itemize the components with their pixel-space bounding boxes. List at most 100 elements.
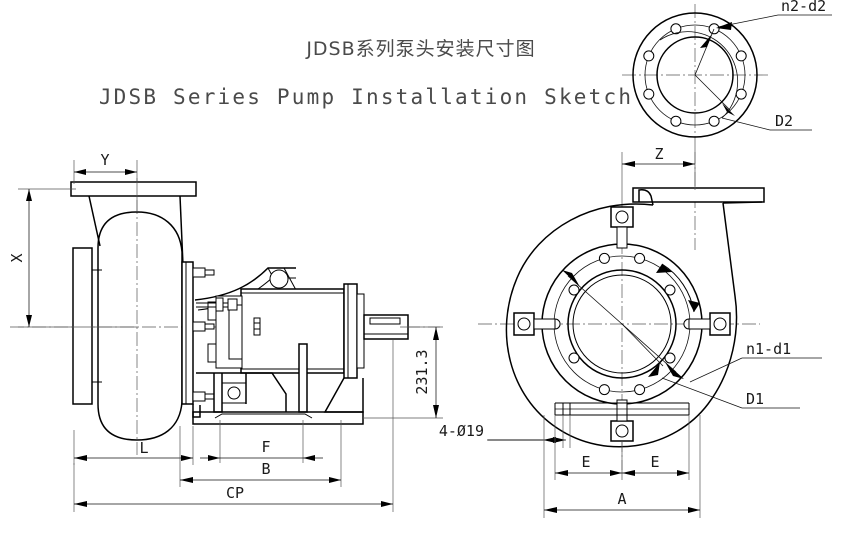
dim-L-label: L: [139, 439, 148, 457]
discharge-D2-radius-line: [694, 74, 731, 111]
flush-fitting-2: [227, 298, 238, 311]
base-web-plate: [298, 343, 308, 413]
discharge-bolt-hole-7: [643, 50, 655, 62]
dim-E2-arrow-right: [677, 470, 689, 476]
mounting-lug-right-hole: [713, 317, 727, 331]
dim-CP-label: CP: [226, 484, 244, 502]
discharge-flange-outer-circle: [632, 12, 758, 138]
suction-bore-inner: [572, 274, 672, 374]
dim-Z-arrow-right: [683, 161, 695, 167]
seal-gland-inner: [228, 304, 243, 360]
stud-nut-top: [192, 267, 206, 278]
discharge-flange-plate: [70, 181, 197, 197]
pedestal-left-rib: [192, 404, 201, 418]
dim-CP-arrow-left: [74, 501, 87, 507]
dim-2313-arrow-top: [433, 327, 439, 340]
flush-fitting: [215, 297, 224, 312]
leader-n2d2-arrowhead: [716, 22, 732, 30]
base-lug-plate: [221, 382, 247, 404]
gland-flange-upper: [207, 301, 217, 321]
discharge-n2d2-arrow: [700, 34, 712, 48]
pump-casing-body: [97, 211, 183, 441]
dim-A-arrow-left: [544, 507, 557, 513]
dim-B-arrow-left: [180, 477, 193, 483]
dim-X-label: X: [8, 253, 26, 262]
title-chinese: JDSB系列泵头安装尺寸图: [305, 38, 535, 60]
suction-bolt-hole-group: [549, 252, 695, 396]
title-english: JDSB Series Pump Installation Sketch: [99, 85, 633, 109]
leader-n1-d1: n1-d1: [621, 323, 822, 383]
discharge-bolt-hole-4: [708, 115, 720, 127]
dim-X-arrow-bottom: [26, 315, 32, 327]
front-volute-view: n1-d1 D1 Z: [439, 145, 822, 518]
dim-A-arrow-right: [688, 507, 700, 513]
dim-X-arrow-top: [26, 189, 32, 201]
leader-D2: D2: [721, 112, 812, 131]
suction-bolt-hole-6: [598, 384, 610, 396]
dimension-231-3: 231.3: [363, 326, 443, 419]
leader-D2-line: [721, 117, 771, 131]
dimension-CP: CP: [73, 340, 394, 512]
leader-hole-arrow-left: [543, 437, 556, 443]
mounting-lug-group: [513, 206, 731, 442]
suction-bolt-hole-5: [634, 384, 646, 396]
adapter-arch-outer: [194, 267, 296, 301]
leader-D1-radius-2: [621, 323, 664, 367]
suction-bolt-hole-1: [634, 252, 646, 264]
dim-Z-label: Z: [654, 145, 663, 163]
base-lug-hole: [227, 386, 241, 400]
dimension-Y: Y: [73, 151, 138, 212]
discharge-flange-bolt-circle: [644, 24, 746, 126]
mounting-lug-top-neck: [616, 226, 628, 249]
dim-B-label: B: [261, 460, 270, 478]
suction-bolt-hole-9: [568, 284, 580, 296]
leader-D1-label: D1: [746, 390, 764, 408]
stud-shank-top: [204, 269, 215, 276]
dim-Z-arrow-left: [622, 161, 635, 167]
volute-throat-right: [722, 201, 763, 204]
discharge-bolt-hole-1: [708, 23, 720, 35]
pedestal-strut-a: [213, 373, 223, 413]
discharge-bolt-hole-3: [735, 88, 747, 100]
dim-Y-arrow-left: [74, 169, 86, 175]
leader-hole-label: 4-Ø19: [439, 422, 484, 440]
leader-hole-arrow-right: [553, 437, 566, 443]
discharge-bolt-hole-5: [670, 115, 682, 127]
dim-Y-arrow-right: [125, 169, 137, 175]
pedestal-shelf: [196, 372, 287, 412]
leader-n1d1-arrow: [665, 362, 684, 379]
dim-L-arrow-left: [74, 455, 87, 461]
dim-E2-arrow-left: [622, 470, 635, 476]
base-slab-relief: [214, 413, 313, 419]
stud-nut-bottom: [192, 391, 206, 402]
suction-flange-plate: [72, 247, 93, 405]
bearing-end-cover: [343, 283, 358, 379]
dim-E1-arrow-left: [555, 470, 568, 476]
dim-F-label: F: [261, 438, 270, 456]
leader-D1-arrow-2: [648, 362, 660, 377]
discharge-bolt-circle-arc: [659, 31, 739, 119]
bearing-cover-boss: [356, 293, 365, 369]
discharge-bolt-hole-8: [670, 23, 682, 35]
suction-bolt-hole-4: [664, 352, 676, 364]
dim-Y-label: Y: [100, 151, 109, 169]
rotation-arrowhead: [656, 264, 672, 273]
stud-nut-mid: [192, 321, 206, 332]
discharge-bolt-hole-2: [735, 50, 747, 62]
suction-bolt-hole-7: [568, 352, 580, 364]
volute-discharge-flange: [632, 187, 765, 203]
discharge-bolt-hole-6: [643, 88, 655, 100]
dim-B-arrow-right: [329, 477, 341, 483]
oil-sight-glass: [253, 317, 261, 336]
shaft-keyway: [369, 317, 401, 325]
volute-throat-left: [638, 189, 654, 206]
dimension-E-left: E: [554, 415, 623, 480]
leader-D1-arrow: [562, 270, 580, 287]
rotation-direction-arrow: [656, 263, 700, 313]
leader-4-dia-19: 4-Ø19: [439, 415, 571, 448]
dim-E1-arrow-right: [610, 470, 622, 476]
dimension-E-right: E: [622, 415, 690, 480]
leader-D1: D1: [562, 270, 800, 409]
